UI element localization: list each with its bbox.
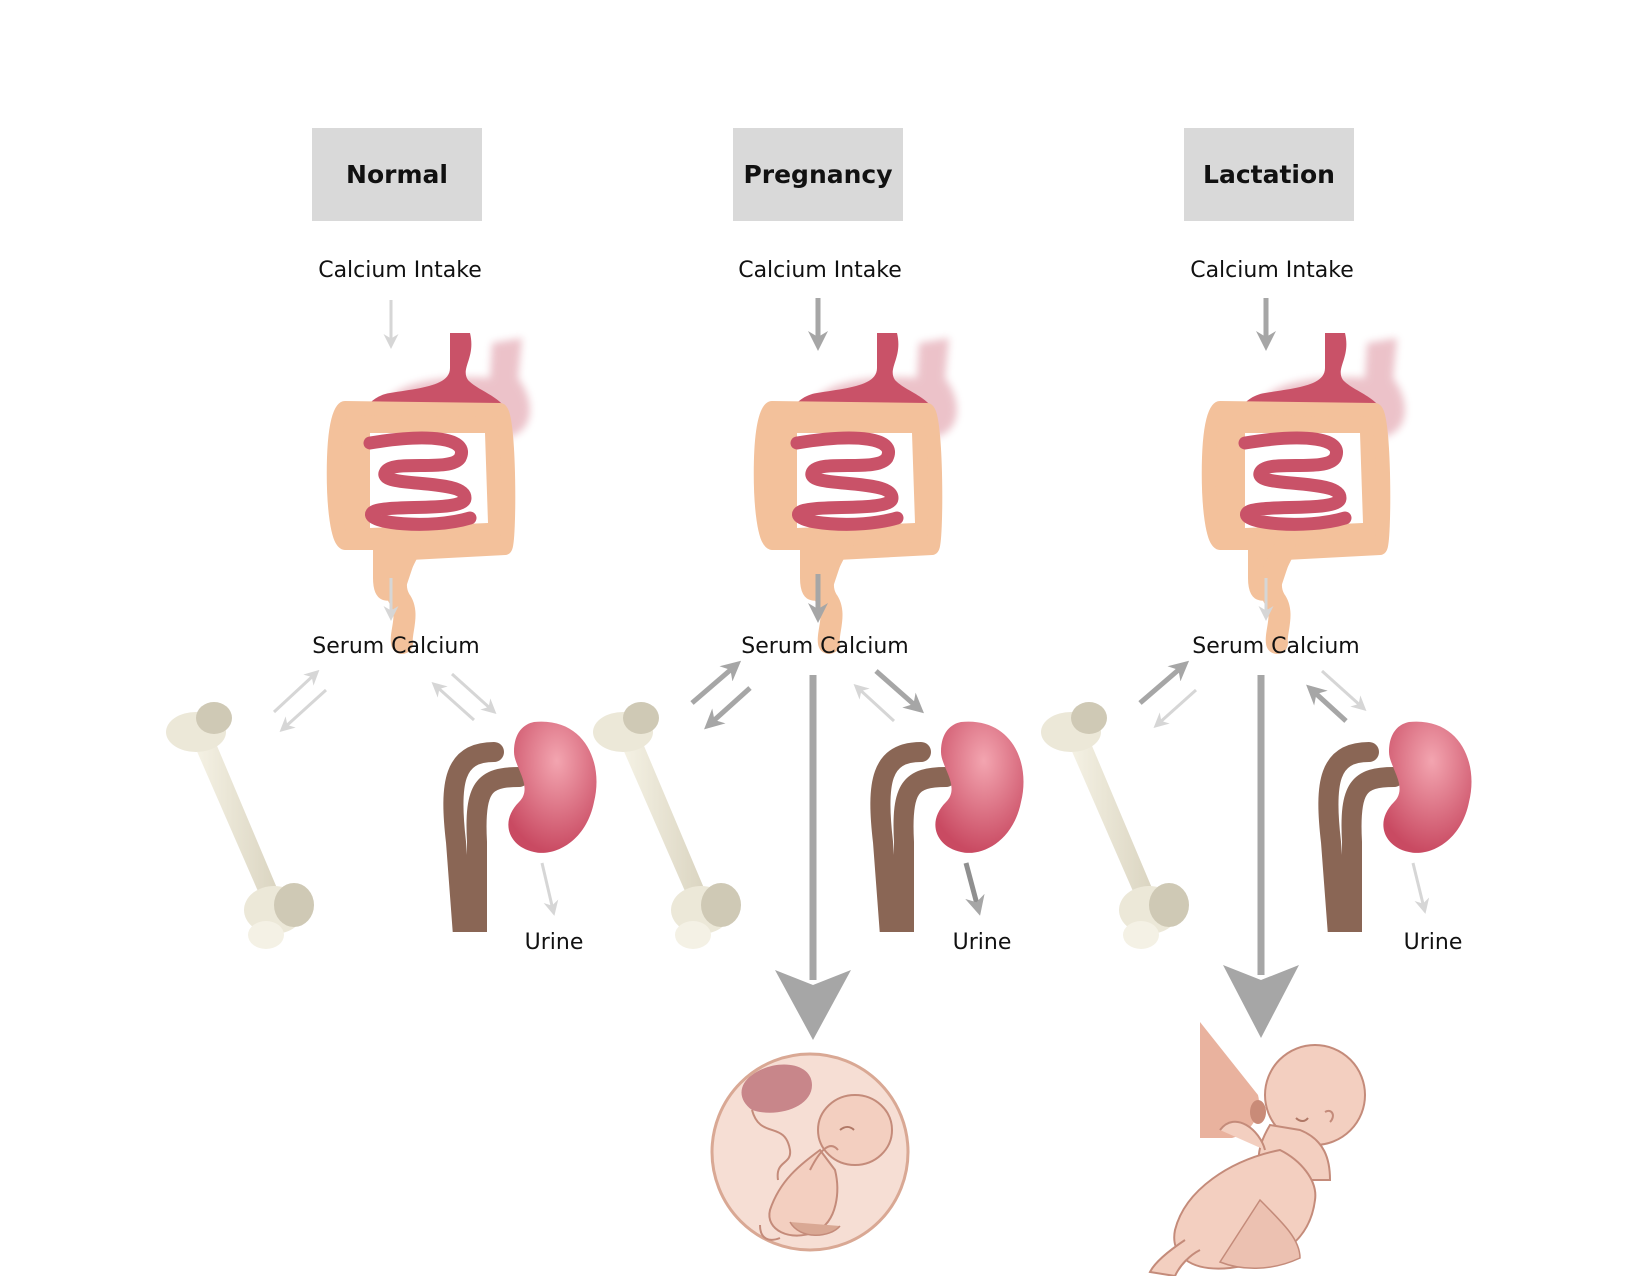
label-urine-pregnancy: Urine [952,930,1012,955]
intestine-normal [334,333,530,643]
arrow-kidney-to-serum-lactation [1306,684,1348,723]
kidney-normal [453,722,596,922]
breastfeeding-infant [1148,1022,1366,1276]
intestine-pregnancy [761,333,957,643]
label-urine-lactation: Urine [1403,930,1463,955]
arrow-serum-to-bone-normal [279,688,328,733]
arrow-urine-normal [540,862,559,916]
panel-lactation [1041,298,1472,1276]
label-serum-calcium-pregnancy: Serum Calcium [741,634,909,659]
label-serum-calcium-normal: Serum Calcium [312,634,480,659]
arrow-urine-lactation [1411,862,1430,914]
panel-normal [166,300,597,949]
arrow-serum-to-kidney-normal [450,672,497,715]
arrow-serum-to-kidney-pregnancy [874,669,925,714]
arrow-urine-pregnancy [963,862,985,916]
label-urine-normal: Urine [524,930,584,955]
arrow-serum-to-bone-pregnancy [704,686,752,730]
panel-title-lactation: Lactation [1184,128,1354,221]
panel-title-pregnancy: Pregnancy [733,128,903,221]
label-serum-calcium-lactation: Serum Calcium [1192,634,1360,659]
label-calcium-intake-pregnancy: Calcium Intake [738,258,902,283]
arrow-serum-to-infant-head [1223,965,1299,1038]
label-calcium-intake-normal: Calcium Intake [318,258,482,283]
panel-pregnancy [593,298,1024,1252]
arrow-kidney-to-serum-pregnancy [853,683,896,723]
arrow-bone-to-serum-normal [272,669,320,714]
panel-title-normal: Normal [312,128,482,221]
arrow-bone-to-serum-pregnancy [690,660,742,705]
arrow-bone-to-serum-lactation [1138,660,1190,705]
arrow-serum-to-kidney-lactation [1320,669,1367,712]
arrow-serum-to-bone-lactation [1153,688,1198,729]
intestine-lactation [1209,333,1405,643]
bone-normal [166,702,314,949]
arrow-serum-to-fetus-head [775,970,851,1040]
bone-pregnancy [593,702,741,949]
arrow-kidney-to-serum-normal [431,681,476,722]
kidney-lactation [1328,722,1471,922]
label-calcium-intake-lactation: Calcium Intake [1190,258,1354,283]
kidney-pregnancy [880,722,1023,922]
bone-lactation [1041,702,1189,949]
fetus-in-womb [710,1052,910,1252]
